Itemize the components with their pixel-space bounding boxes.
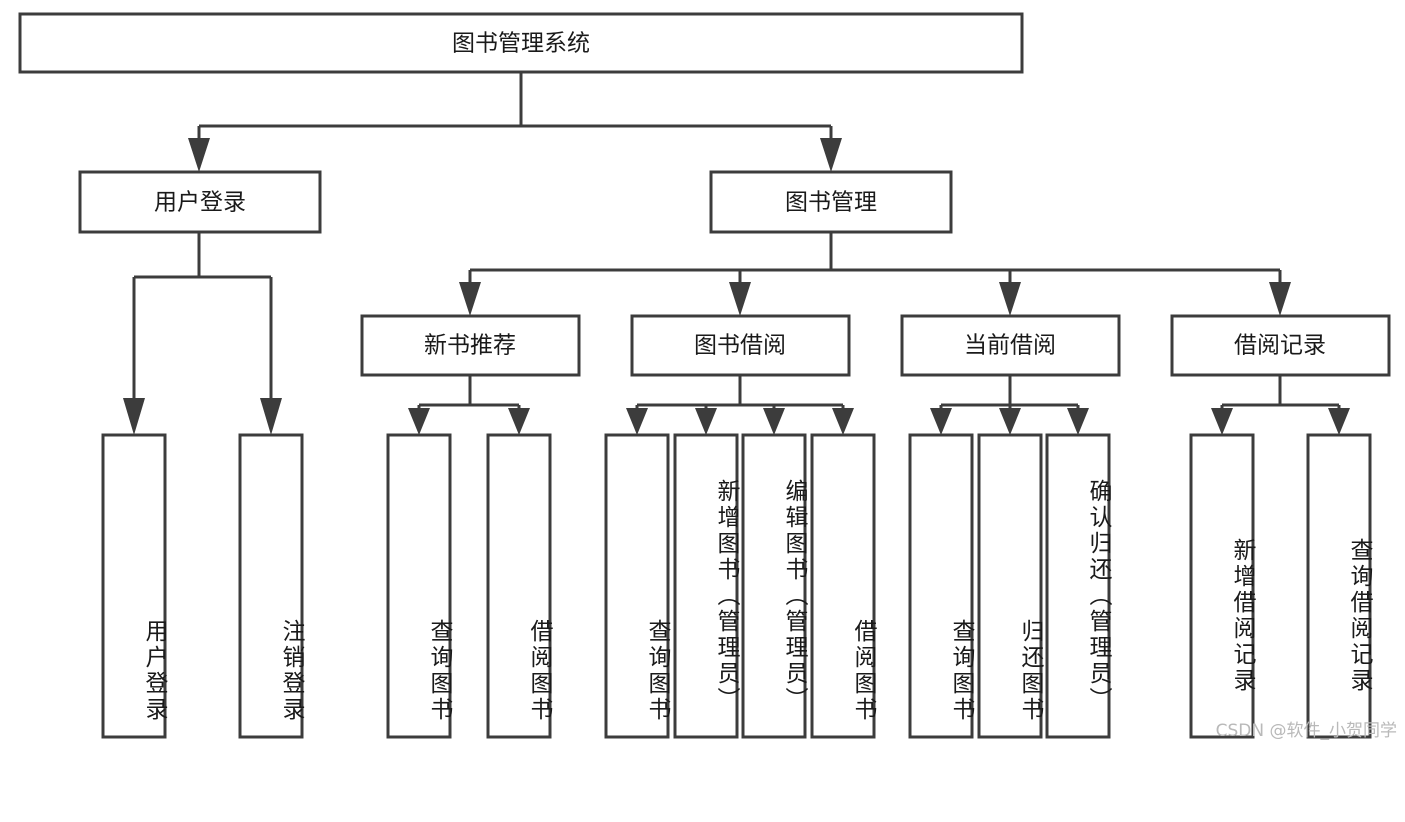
arrow-head-leaf-borrow-book-2 [832, 408, 854, 435]
leaf-box-return-book[interactable] [977, 433, 1043, 739]
node-user-login[interactable]: 用户登录 [78, 170, 322, 234]
node-current-borrow-label: 当前借阅 [964, 333, 1056, 359]
node-book-management-box[interactable] [709, 170, 953, 234]
arrow-head-leaf-query-record [1328, 408, 1350, 435]
node-new-book-recommend[interactable]: 新书推荐 [360, 314, 581, 377]
node-book-borrow-box[interactable] [630, 314, 851, 377]
leaf-box-query-book-2[interactable] [604, 433, 670, 739]
arrow-head-leaf-query-book-2 [626, 408, 648, 435]
connector-currentborrow-to-leaves [930, 375, 1089, 435]
connector-newbook-to-leaves [408, 375, 530, 435]
node-book-management-label: 图书管理 [785, 190, 877, 216]
node-new-book-recommend-label: 新书推荐 [424, 333, 516, 359]
arrow-head-borrow-record [1269, 282, 1291, 316]
leaf-box-query-book-3[interactable] [908, 433, 974, 739]
node-borrow-record-label: 借阅记录 [1234, 333, 1326, 359]
leaf-box-borrow-book-2[interactable] [810, 433, 876, 739]
arrow-head-leaf-return-book [999, 408, 1021, 435]
leaf-box-edit-book-admin[interactable] [741, 433, 807, 739]
node-current-borrow[interactable]: 当前借阅 [900, 314, 1121, 377]
arrow-head-current-borrow [999, 282, 1021, 316]
leaf-box-query-borrow-record[interactable] [1306, 433, 1372, 739]
leaf-box-add-book-admin[interactable] [673, 433, 739, 739]
leaf-box-borrow-book-1[interactable] [486, 433, 552, 739]
connector-root-to-level2 [188, 72, 842, 172]
hierarchy-diagram: 图书管理系统 用户登录 图书管理 新书推荐 图书借阅 当前借阅 借阅记录 [18, 12, 1397, 741]
arrow-head-book-manage [820, 138, 842, 172]
connector-borrowrecord-to-leaves [1211, 375, 1350, 435]
arrow-head-leaf-edit-book [763, 408, 785, 435]
arrow-head-leaf-borrow-book-1 [508, 408, 530, 435]
arrow-head-leaf-confirm-return [1067, 408, 1089, 435]
node-root-box[interactable] [18, 12, 1024, 74]
node-new-book-recommend-box[interactable] [360, 314, 581, 377]
node-current-borrow-box[interactable] [900, 314, 1121, 377]
arrow-head-user-login [188, 138, 210, 172]
leaf-box-add-borrow-record[interactable] [1189, 433, 1255, 739]
leaf-box-query-book-1[interactable] [386, 433, 452, 739]
arrow-head-book-borrow [729, 282, 751, 316]
node-book-management[interactable]: 图书管理 [709, 170, 953, 234]
connector-bookborrow-to-leaves [626, 375, 854, 435]
arrow-head-leaf-add-book [695, 408, 717, 435]
connector-userlogin-to-leaves [123, 232, 282, 435]
node-book-borrow[interactable]: 图书借阅 [630, 314, 851, 377]
arrow-head-leaf-logout [260, 398, 282, 435]
node-borrow-record[interactable]: 借阅记录 [1170, 314, 1391, 377]
arrow-head-leaf-query-book-3 [930, 408, 952, 435]
arrow-head-leaf-add-record [1211, 408, 1233, 435]
leaf-box-user-login[interactable] [101, 433, 167, 739]
connector-bookmanage-to-level3 [459, 232, 1291, 316]
diagram-canvas: 图书管理系统 用户登录 图书管理 新书推荐 图书借阅 当前借阅 借阅记录 [18, 12, 1391, 739]
leaf-box-logout[interactable] [238, 433, 304, 739]
node-root-book-management-system[interactable]: 图书管理系统 [18, 12, 1024, 74]
arrow-head-leaf-query-book-1 [408, 408, 430, 435]
arrow-head-new-book-rec [459, 282, 481, 316]
node-user-login-label: 用户登录 [154, 190, 246, 216]
node-book-borrow-label: 图书借阅 [694, 333, 786, 359]
node-borrow-record-box[interactable] [1170, 314, 1391, 377]
leaf-box-confirm-return-admin[interactable] [1045, 433, 1111, 739]
arrow-head-leaf-user-login [123, 398, 145, 435]
node-root-label: 图书管理系统 [452, 31, 590, 57]
node-user-login-box[interactable] [78, 170, 322, 234]
